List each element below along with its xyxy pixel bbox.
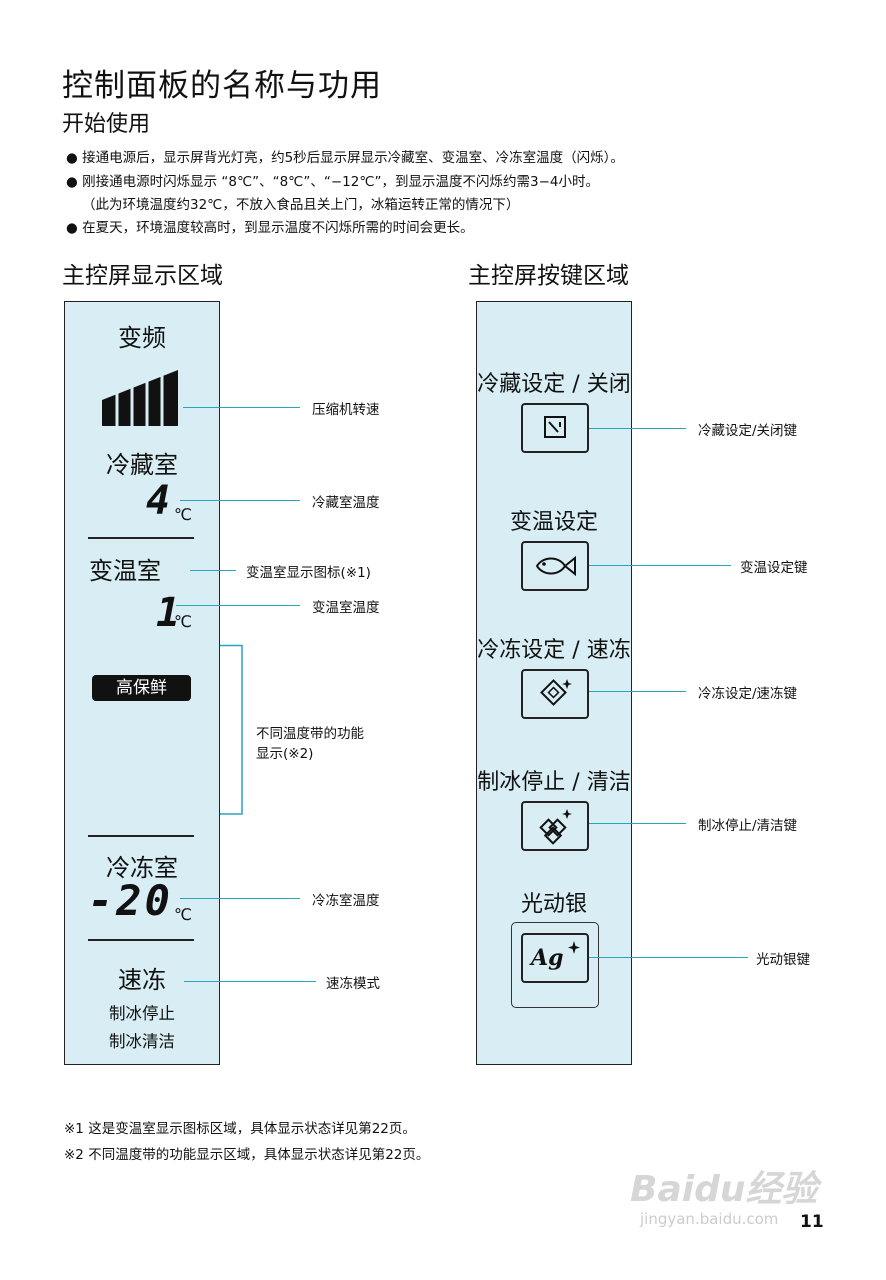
- freezer-temp-value: -20: [88, 876, 173, 925]
- watermark-logo: Baidu经验: [630, 1169, 818, 1210]
- inverter-label: 变频: [118, 324, 166, 352]
- fridge-label: 冷藏室: [106, 451, 178, 479]
- fresh-badge: 高保鲜: [92, 675, 191, 701]
- freezer-temp-leader-line: [180, 898, 300, 900]
- ice-stop-label: 制冰停止: [109, 1004, 175, 1023]
- fridge-key-callout: 冷藏设定/关闭键: [698, 423, 798, 439]
- page-number: 11: [800, 1212, 824, 1232]
- bullet-2-note: （此为环境温度约32℃，不放入食品且关上门，冰箱运转正常的情况下）: [82, 197, 520, 213]
- ice-clean-label: 制冰清洁: [109, 1032, 175, 1051]
- fridge-set-button[interactable]: [521, 403, 589, 453]
- compressor-speed-icon: [102, 370, 178, 428]
- bullet-3: ● 在夏天，环境温度较高时，到显示温度不闪烁所需的时间会更长。: [66, 220, 474, 236]
- key-area-heading: 主控屏按键区域: [468, 263, 629, 289]
- key-label-var: 变温设定: [509, 510, 598, 535]
- key-label-fridge: 冷藏设定 / 关闭: [477, 372, 631, 397]
- fridge-door-icon: [544, 416, 566, 438]
- fish-icon: [535, 555, 576, 577]
- freezer-temp-callout: 冷冻室温度: [312, 893, 380, 909]
- var-temp-unit: ℃: [174, 612, 192, 631]
- ice-cube-sparkle-icon: [540, 679, 572, 706]
- var-key-leader-line: [589, 565, 731, 567]
- bullet-2: ● 刚接通电源时闪烁显示 “8℃”、“8℃”、“−12℃”，到显示温度不闪烁约需…: [66, 174, 599, 190]
- var-room-label: 变温室: [89, 557, 161, 585]
- ag-key-callout: 光动银键: [756, 952, 810, 968]
- freezer-set-button[interactable]: [521, 669, 589, 719]
- compressor-callout: 压缩机转速: [312, 402, 380, 418]
- var-temp-leader-line: [176, 605, 300, 607]
- var-icon-callout: 变温室显示图标(※1): [246, 565, 371, 581]
- zone-func-callout-1: 不同温度带的功能: [256, 726, 364, 742]
- var-set-button[interactable]: [521, 541, 589, 591]
- fridge-temp-leader-line: [180, 500, 300, 502]
- section-subtitle: 开始使用: [62, 112, 151, 137]
- freezer-temp-unit: ℃: [174, 905, 192, 924]
- footnote-2: ※2 不同温度带的功能显示区域，具体显示状态详见第22页。: [64, 1147, 430, 1163]
- footnote-1: ※1 这是变温室显示图标区域，具体显示状态详见第22页。: [64, 1121, 416, 1137]
- compressor-leader-line: [183, 407, 300, 409]
- ag-button[interactable]: Ag: [521, 933, 589, 983]
- ice-stop-button[interactable]: [521, 801, 589, 851]
- page-title: 控制面板的名称与功用: [62, 68, 382, 104]
- display-area-heading: 主控屏显示区域: [62, 263, 223, 289]
- watermark-url: jingyan.baidu.com: [640, 1210, 779, 1228]
- var-icon-leader-line: [190, 570, 236, 572]
- sparkle-icon: [568, 941, 580, 954]
- bullet-1: ● 接通电源后，显示屏背光灯亮，约5秒后显示屏显示冷藏室、变温室、冷冻室温度（闪…: [66, 150, 624, 166]
- fridge-temp-callout: 冷藏室温度: [312, 495, 380, 511]
- fridge-temp-unit: ℃: [174, 505, 192, 524]
- key-label-ice: 制冰停止 / 清洁: [477, 770, 631, 795]
- freezer-key-callout: 冷冻设定/速冻键: [698, 686, 798, 702]
- ice-key-callout: 制冰停止/清洁键: [698, 818, 798, 834]
- divider-2: [88, 835, 194, 837]
- quick-freeze-label: 速冻: [118, 966, 166, 994]
- quick-mode-leader-line: [184, 981, 316, 983]
- fridge-temp-value: 4: [146, 478, 171, 524]
- zone-bracket: [220, 644, 243, 815]
- freezer-key-leader-line: [589, 691, 686, 693]
- var-temp-callout: 变温室温度: [312, 600, 380, 616]
- key-label-freezer: 冷冻设定 / 速冻: [477, 638, 631, 663]
- ag-key-leader-line: [589, 957, 748, 959]
- quick-mode-callout: 速冻模式: [326, 976, 380, 992]
- ag-button-frame: [511, 922, 599, 1008]
- ice-cubes-icon: [539, 809, 572, 845]
- freezer-label: 冷冻室: [106, 854, 178, 882]
- ag-icon: Ag: [531, 945, 564, 971]
- var-key-callout: 变温设定键: [740, 560, 808, 576]
- divider-1: [88, 537, 194, 539]
- divider-3: [88, 939, 194, 941]
- ice-key-leader-line: [589, 823, 686, 825]
- fridge-key-leader-line: [589, 428, 686, 430]
- key-label-ag: 光动银: [520, 892, 587, 917]
- zone-func-callout-2: 显示(※2): [256, 746, 314, 762]
- var-temp-value: 1: [156, 590, 181, 636]
